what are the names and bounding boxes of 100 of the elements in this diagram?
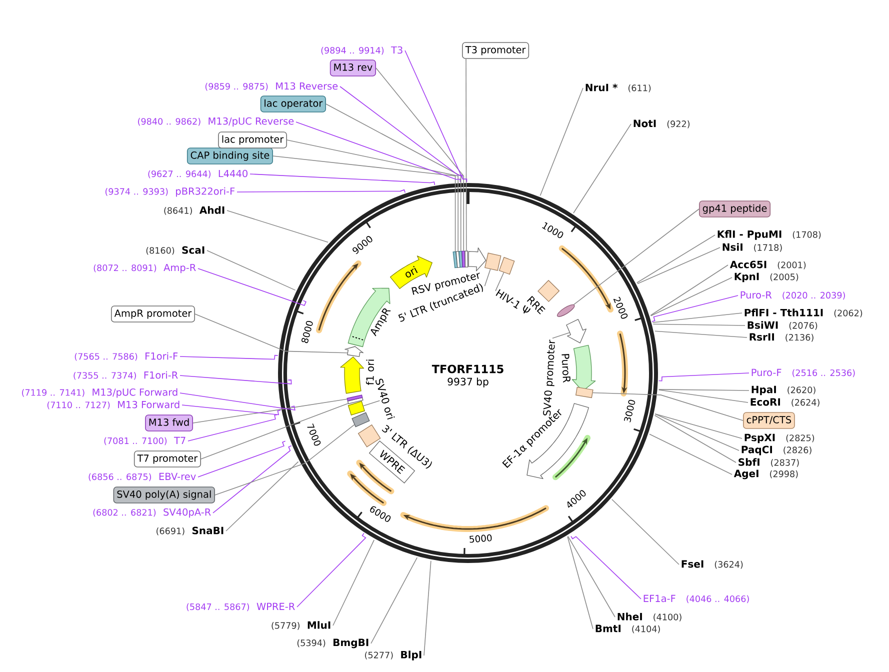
leader-line: [650, 264, 728, 316]
tick-label: 2000: [613, 296, 628, 319]
leader-line: [658, 372, 750, 382]
leader-line: [182, 404, 282, 416]
leader-line: [198, 268, 306, 306]
leader-line: [654, 330, 748, 338]
leader-line: [272, 156, 456, 252]
primer-label: Puro-R (2020 .. 2039): [740, 291, 845, 300]
primer-label: (7119 .. 7141) M13/pUC Forward: [22, 388, 178, 398]
primer-label: (7565 .. 7586) F1ori-F: [74, 352, 178, 361]
leader-line: [332, 540, 374, 626]
leader-line: [654, 414, 740, 451]
leader-line: [568, 536, 616, 618]
leader-line: [466, 58, 467, 252]
primer-label: (9859 .. 9875) M13 Reverse: [205, 82, 338, 91]
tick-label: 8000: [302, 320, 313, 344]
primer-label: Puro-F (2516 .. 2536): [752, 368, 855, 378]
primer-label: (9374 .. 9393) pBR322ori-F: [105, 187, 235, 197]
feature-label: f1 ori: [366, 360, 374, 385]
plasmid-length: 9937 bp: [448, 378, 488, 388]
site-label: FseI (3624): [682, 560, 743, 569]
label-box: SV40 poly(A) signal: [113, 486, 215, 504]
leader-line: [552, 332, 570, 339]
feature-box: [575, 386, 594, 398]
site-label: (8641) AhdI: [164, 206, 224, 215]
label-box: M13 rev: [330, 60, 376, 76]
site-label: (8160) ScaI: [146, 246, 204, 255]
label-box: lac operator: [260, 96, 326, 112]
site-label: NruI * (611): [586, 84, 651, 92]
leader-line: [570, 536, 642, 600]
site-label: NotI (922): [634, 120, 690, 128]
label-box: T7 promoter: [134, 450, 201, 468]
leader-line: [652, 324, 746, 326]
leader-line: [654, 414, 736, 463]
leader-line: [180, 354, 278, 360]
leader-line: [250, 174, 436, 186]
leader-line: [637, 247, 720, 284]
label-box: lac promoter: [218, 132, 287, 148]
leader-line: [296, 532, 366, 608]
feature-label: SV40 ori: [376, 378, 395, 420]
label-box: AmpR promoter: [111, 306, 195, 322]
leader-line: [363, 400, 380, 406]
primer-label: (9894 .. 9914) T3: [321, 46, 402, 55]
site-label: PflFI - Tth111I (2062): [744, 308, 862, 318]
site-label: NsiI (1718): [722, 243, 782, 252]
site-label: EcoRI (2624): [750, 398, 820, 407]
leader-line: [192, 398, 348, 424]
site-label: RsrII (2136): [750, 333, 814, 342]
site-label: PaqCI (2826): [742, 446, 812, 456]
leader-line: [658, 390, 748, 403]
primer-label: (7355 .. 7374) F1ori-R: [74, 371, 178, 380]
tick-label: 5000: [470, 534, 492, 543]
leader-line: [649, 434, 732, 475]
tick-label: 3000: [624, 400, 636, 422]
site-label: (5277) BlpI: [365, 650, 422, 660]
leader-line: [424, 560, 432, 656]
feature-box: [484, 252, 502, 271]
leader-line: [194, 314, 348, 354]
feature-mark: [556, 304, 575, 317]
site-label: HpaI (2620): [752, 386, 816, 396]
feature-box: [352, 412, 370, 428]
leader-line: [188, 414, 278, 442]
primer-label: (6802 .. 6821) SV40pA-R: [93, 508, 211, 518]
primer-label: EF1a-F (4046 .. 4066): [644, 594, 749, 604]
primer-label: (6856 .. 6875) EBV-rev: [88, 472, 196, 482]
site-label: KflI - PpuMI (1708): [718, 230, 821, 240]
label-box: cPPT/CTS: [743, 412, 795, 429]
leader-line: [573, 124, 632, 214]
plasmid-name: TFORF1115: [432, 364, 504, 374]
leader-line: [286, 140, 458, 252]
site-label: NheI (4100): [618, 612, 682, 622]
leader-line: [214, 424, 355, 496]
leader-line: [212, 445, 292, 514]
leader-line: [206, 250, 296, 291]
primer-label: (9627 .. 9644) L4440: [148, 170, 248, 178]
feature-symbol: [344, 346, 364, 357]
leader-line: [540, 88, 584, 196]
leader-line: [226, 210, 328, 243]
site-label: (6691) SnaBI: [156, 526, 224, 536]
leader-line: [226, 461, 299, 532]
leader-line: [236, 189, 406, 194]
leader-line: [573, 208, 700, 305]
site-label: PspXI (2825): [744, 434, 814, 444]
leader-line: [650, 277, 732, 316]
label-box: T3 promoter: [462, 42, 530, 59]
feature-symbol: [566, 318, 586, 344]
leader-line: [404, 50, 468, 182]
leader-line: [654, 414, 742, 439]
site-label: Acc65I (2001): [730, 260, 806, 270]
leader-line: [652, 312, 742, 323]
leader-line: [200, 403, 348, 460]
primer-label: (9840 .. 9862) M13/pUC Reverse: [138, 117, 294, 127]
leader-line: [180, 392, 296, 411]
leader-line: [636, 234, 716, 284]
leader-line: [592, 392, 744, 421]
leader-line: [484, 268, 491, 287]
leader-line: [376, 68, 464, 252]
tick-label: 7000: [307, 423, 321, 446]
site-label: BsiWI (2076): [748, 321, 818, 330]
leader-line: [658, 389, 750, 391]
